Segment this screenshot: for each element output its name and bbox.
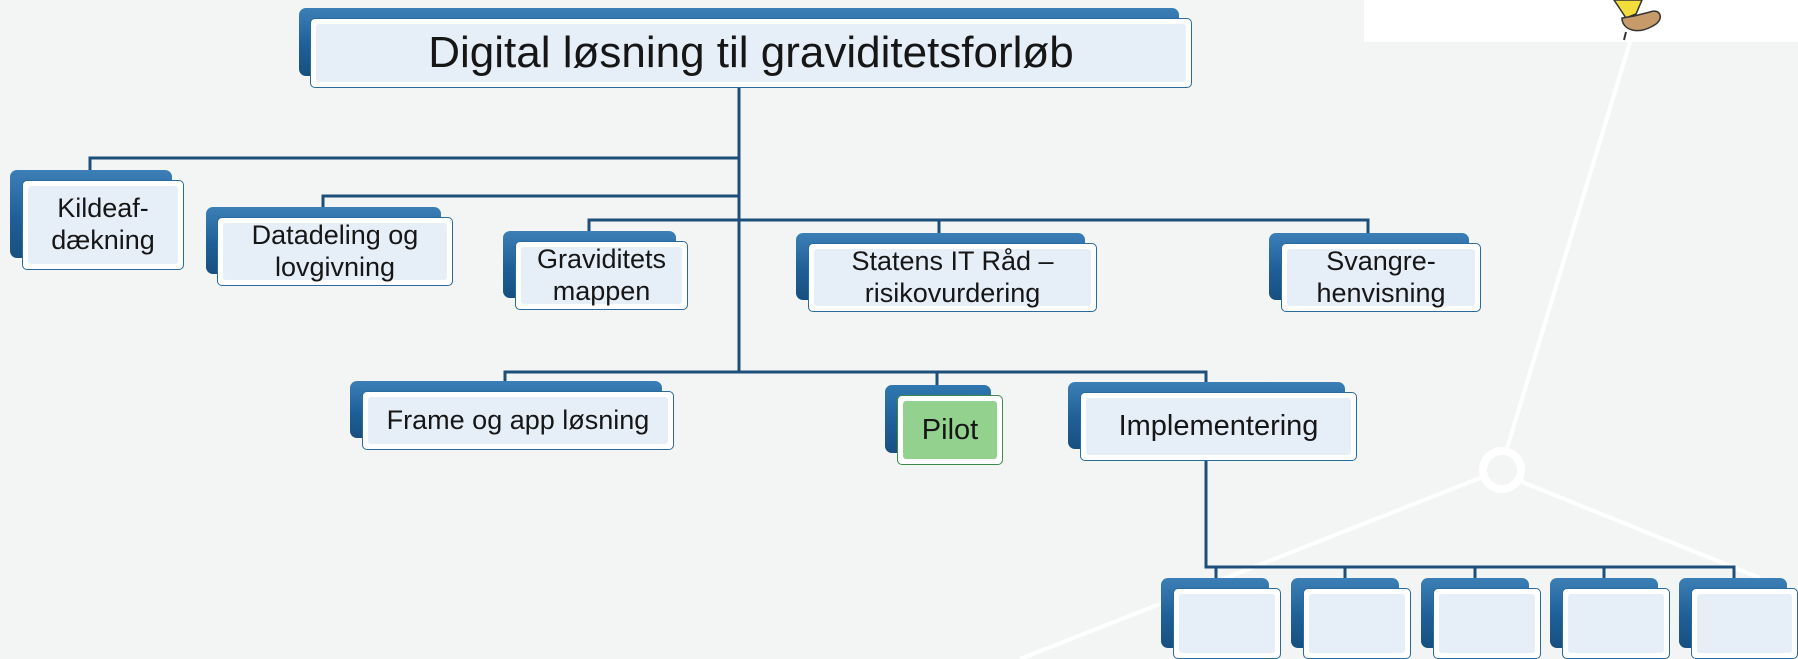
node-kildeafdaekning: Kildeaf- dækning — [10, 170, 184, 270]
child-node — [1291, 578, 1411, 659]
child-node — [1421, 578, 1541, 659]
child-node-label — [1568, 594, 1664, 653]
node-datadeling: Datadeling og lovgivning — [206, 207, 453, 286]
child-node — [1679, 578, 1798, 659]
ring-icon — [1479, 447, 1525, 493]
node-label: Implementering — [1086, 398, 1351, 455]
node-label: Datadeling og lovgivning — [223, 220, 447, 282]
child-node — [1161, 578, 1281, 659]
node-implementering: Implementering — [1068, 382, 1357, 461]
cartoon-foot-icon — [1613, 0, 1661, 41]
child-node-label — [1439, 594, 1535, 653]
node-statens-it-raad: Statens IT Råd – risikovurdering — [796, 233, 1097, 312]
title-text: Digital løsning til graviditetsforløb — [316, 24, 1186, 82]
corner-image-card — [1364, 0, 1798, 42]
child-node-label — [1179, 594, 1275, 653]
node-label: Kildeaf- dækning — [28, 186, 178, 264]
node-pilot: Pilot — [885, 385, 1003, 465]
node-label: Statens IT Råd – risikovurdering — [814, 246, 1091, 308]
node-svangrehenvisning: Svangre- henvisning — [1269, 233, 1481, 312]
node-label: Frame og app løsning — [368, 397, 668, 444]
node-graviditetsmappen: Graviditets mappen — [503, 231, 688, 310]
child-node-label — [1309, 594, 1405, 653]
node-label: Pilot — [903, 401, 997, 459]
node-label: Graviditets mappen — [521, 244, 682, 306]
node-frame-og-app: Frame og app løsning — [350, 381, 674, 450]
node-label: Svangre- henvisning — [1287, 246, 1475, 308]
title-node: Digital løsning til graviditetsforløb — [299, 8, 1192, 88]
child-node-label — [1697, 594, 1792, 653]
child-node — [1550, 578, 1670, 659]
